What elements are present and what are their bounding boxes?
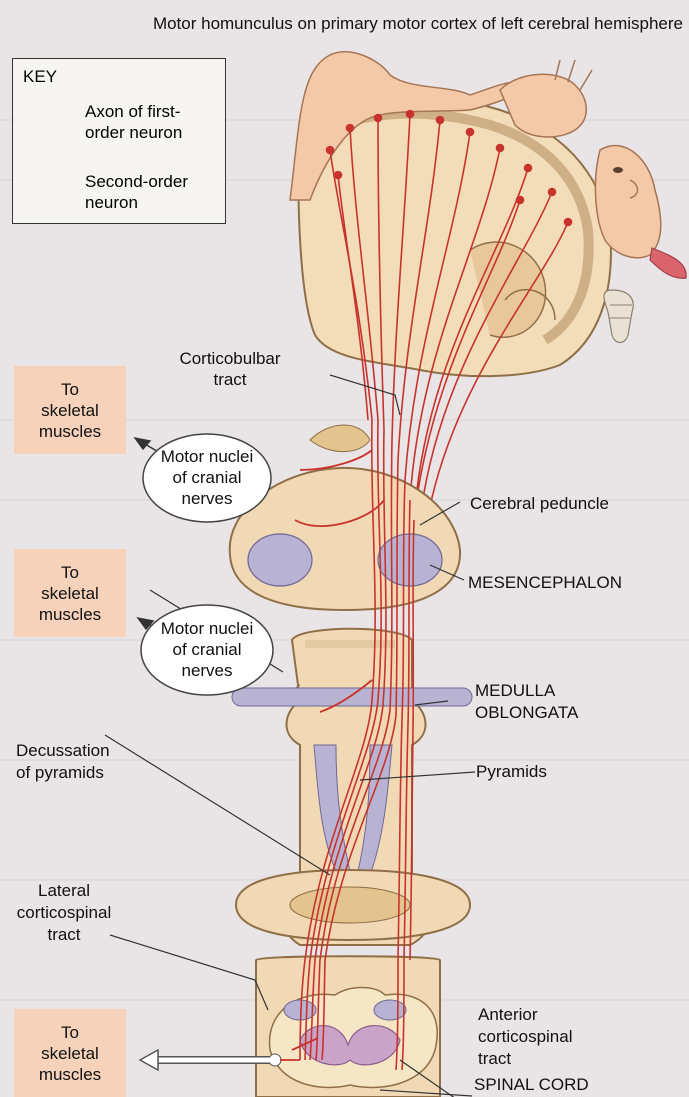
spinal-cord-label: SPINAL CORD bbox=[474, 1074, 589, 1095]
corticobulbar-tract-label: Corticobulbar tract bbox=[168, 348, 292, 390]
decussation-of-pyramids-label: Decussation of pyramids bbox=[16, 740, 110, 784]
decussation-structure bbox=[236, 870, 470, 940]
key-second-order-label: Second-order neuron bbox=[85, 171, 188, 213]
skeletal-muscles-box-cranial-lower: To skeletal muscles bbox=[14, 549, 126, 637]
cerebral-peduncle-label: Cerebral peduncle bbox=[470, 493, 609, 514]
second-order-neuron-arrow bbox=[140, 1050, 270, 1070]
skeletal-muscles-box-spinal: To skeletal muscles bbox=[14, 1009, 126, 1097]
key-first-order-label: Axon of first- order neuron bbox=[85, 101, 182, 143]
medulla-oblongata-label: MEDULLA OBLONGATA bbox=[475, 680, 578, 724]
skeletal-muscles-box-cranial-upper: To skeletal muscles bbox=[14, 366, 126, 454]
mesencephalon-label: MESENCEPHALON bbox=[468, 572, 622, 593]
motor-nuclei-label-upper: Motor nuclei of cranial nerves bbox=[147, 446, 267, 509]
legend-key: KEY Axon of first- order neuron Second-o… bbox=[12, 58, 226, 224]
motor-nuclei-label-lower: Motor nuclei of cranial nerves bbox=[145, 618, 269, 681]
anterior-corticospinal-tract-label: Anterior corticospinal tract bbox=[478, 1004, 573, 1070]
lateral-corticospinal-tract-label: Lateral corticospinal tract bbox=[8, 880, 120, 946]
spinal-cord-structure bbox=[256, 956, 440, 1097]
diagram-title: Motor homunculus on primary motor cortex… bbox=[153, 12, 683, 36]
key-heading: KEY bbox=[23, 67, 57, 87]
pyramids-label: Pyramids bbox=[476, 761, 547, 782]
